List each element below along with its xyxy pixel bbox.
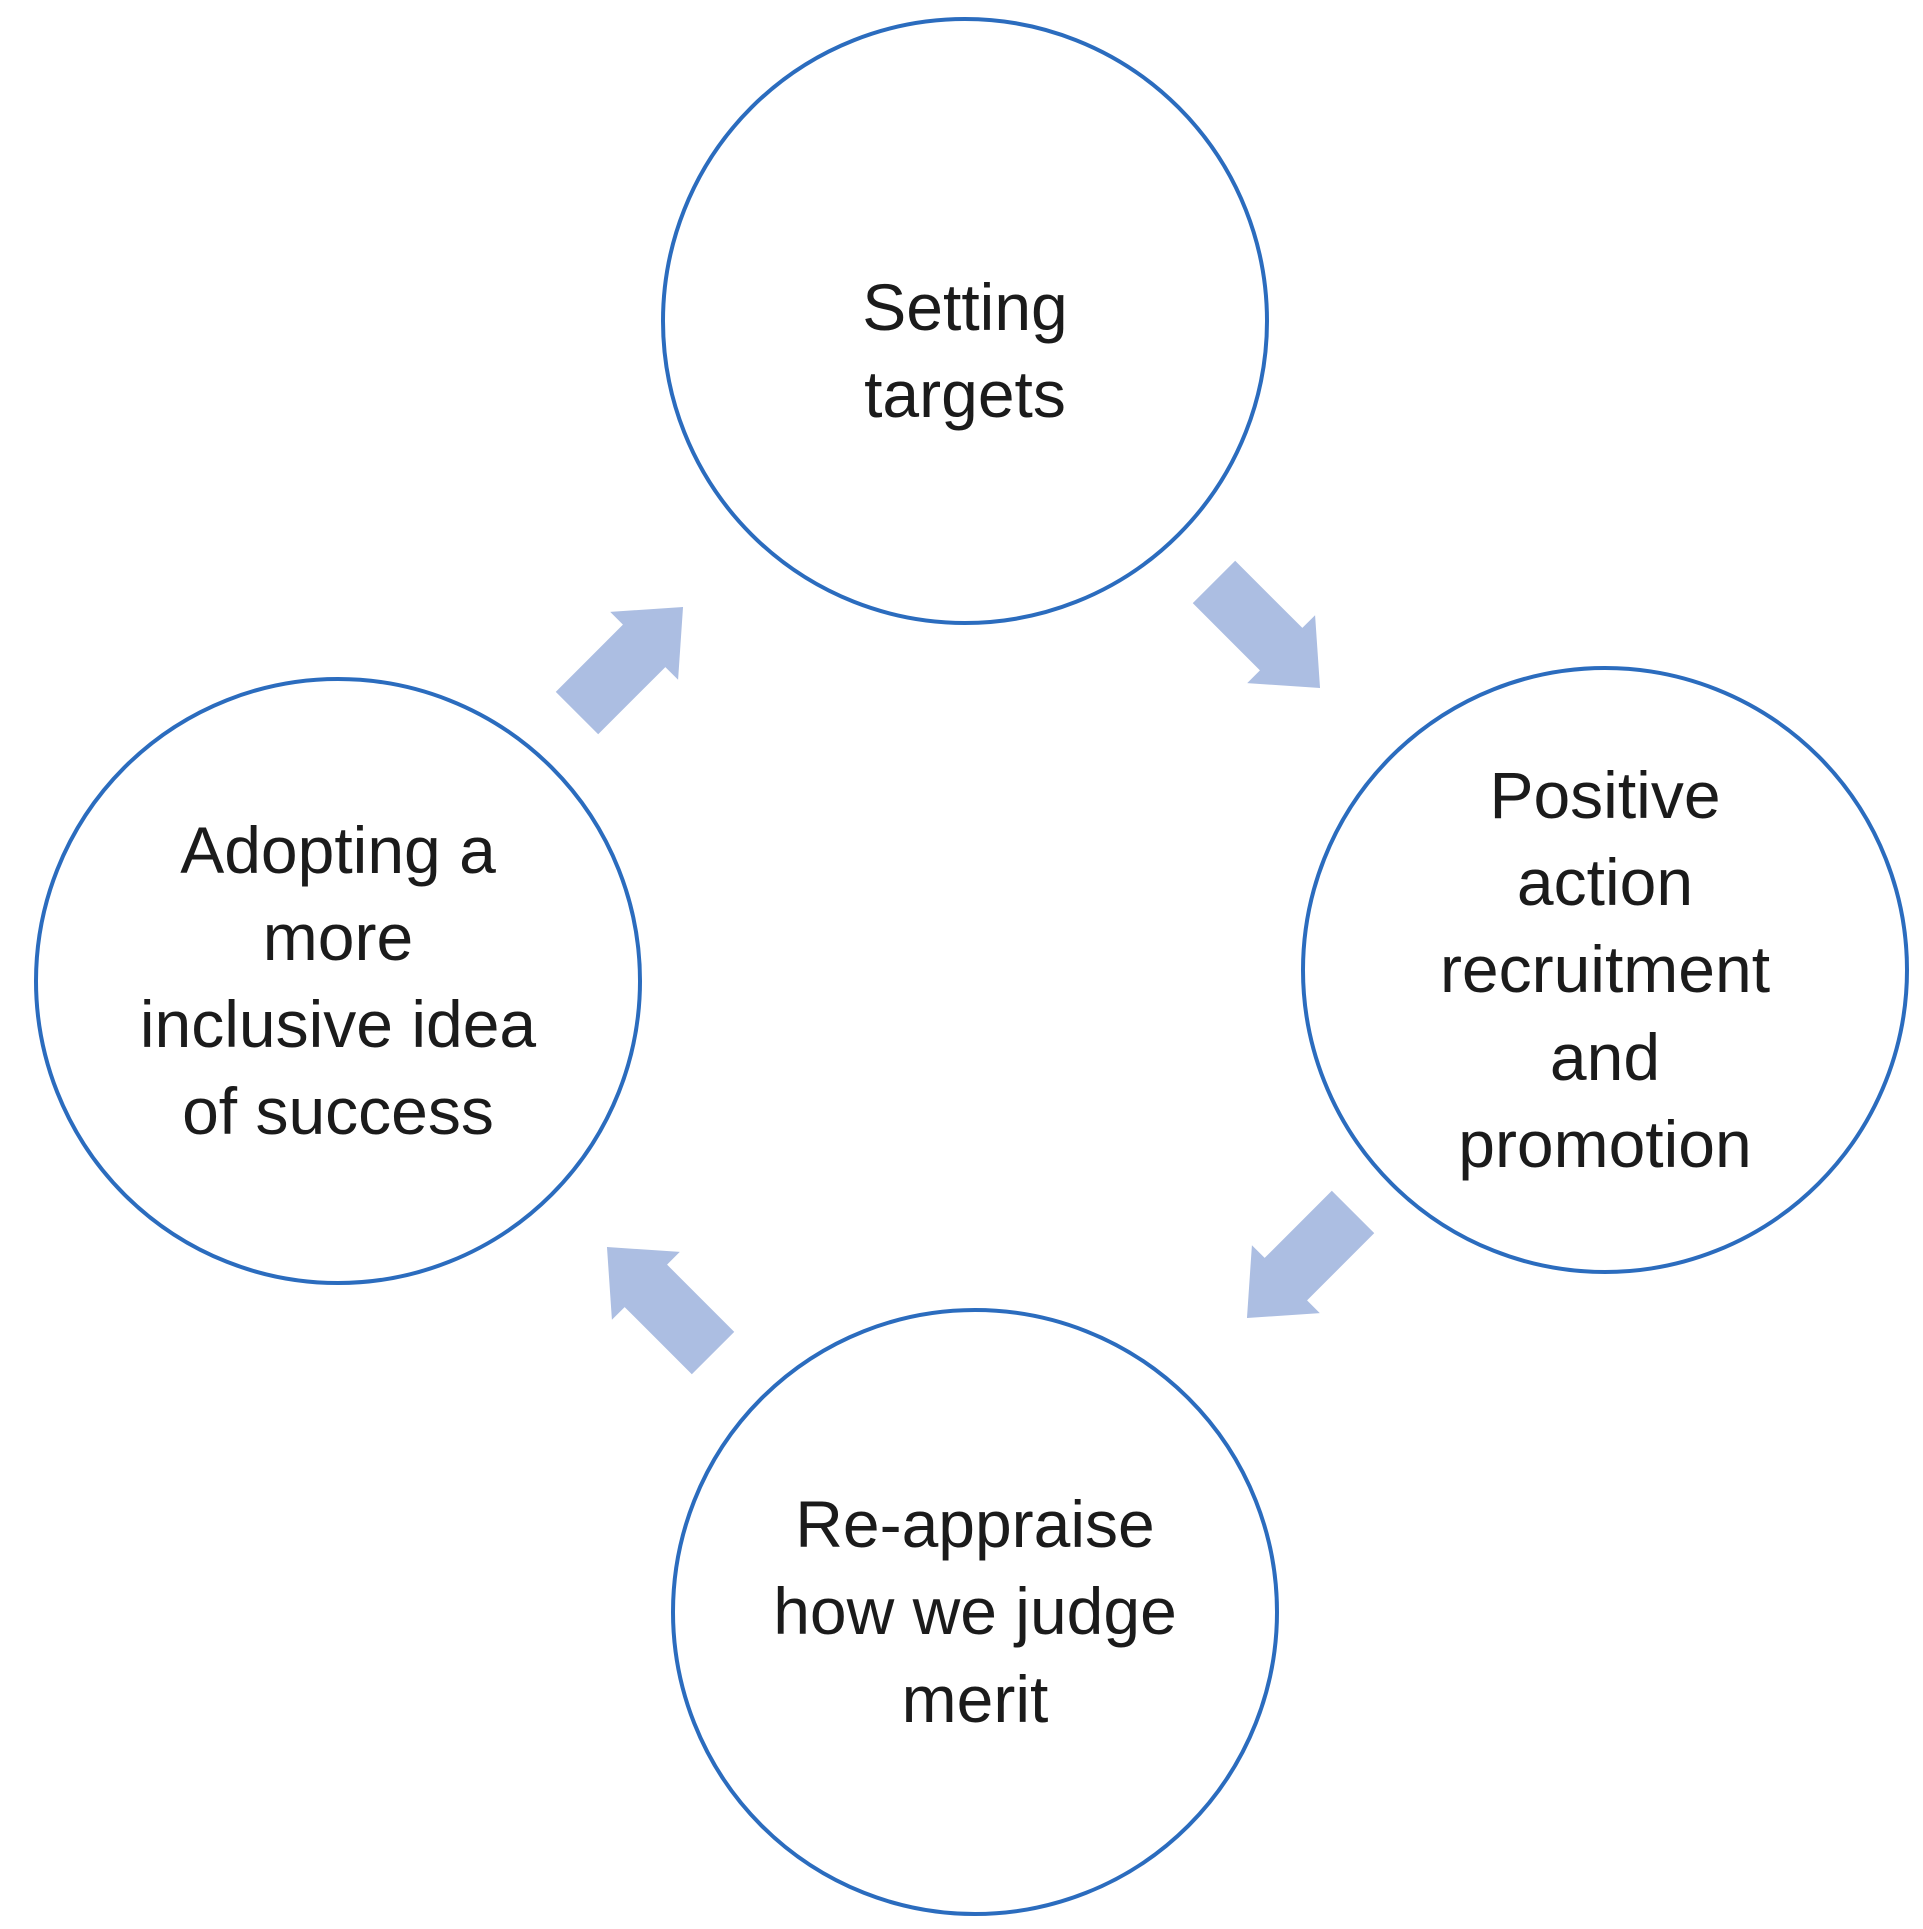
node-setting-targets: Setting targets (660, 16, 1270, 626)
circle-outline (671, 1308, 1279, 1916)
arrow-left-to-top-icon (555, 606, 684, 735)
node-label: Positive action recruitment and promotio… (1439, 758, 1771, 1181)
circle-outline (661, 17, 1269, 625)
block-arrow-icon (555, 606, 684, 735)
block-arrow-icon (1192, 560, 1321, 689)
node-adopting-more-inclusive-idea-of-success: Adopting a more inclusive idea of succes… (33, 676, 643, 1286)
node-label: Re-appraise how we judge merit (773, 1487, 1177, 1736)
node-re-appraise-how-we-judge-merit: Re-appraise how we judge merit (670, 1307, 1280, 1917)
node-label: Adopting a more inclusive idea of succes… (139, 812, 537, 1149)
block-arrow-icon (606, 1246, 735, 1375)
node-label: Setting targets (862, 269, 1068, 431)
block-arrow-icon (1246, 1190, 1375, 1319)
circle-outline (1301, 666, 1909, 1274)
arrow-right-to-bottom-icon (1246, 1190, 1375, 1319)
node-positive-action-recruitment-and-promotion: Positive action recruitment and promotio… (1300, 665, 1910, 1275)
circle-outline (34, 677, 642, 1285)
arrow-top-to-right-icon (1192, 560, 1321, 689)
arrow-bottom-to-left-icon (606, 1246, 735, 1375)
